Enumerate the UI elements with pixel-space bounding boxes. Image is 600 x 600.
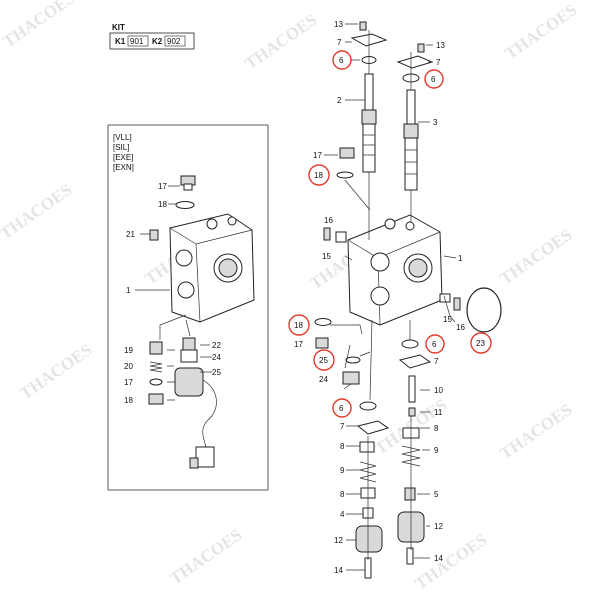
callout: 9: [340, 466, 345, 475]
callout: 6: [339, 404, 344, 413]
callout: 8: [340, 442, 345, 451]
callout: 24: [319, 375, 328, 384]
callout: 11: [434, 408, 443, 417]
variant-label: [EXE]: [113, 153, 133, 162]
variant-label: [SIL]: [113, 143, 129, 152]
watermark: THACOES: [496, 400, 575, 463]
highlight-ring: [308, 164, 330, 186]
highlight-ring: [424, 69, 444, 89]
inset-parts: [135, 175, 255, 469]
main-parts: [314, 21, 502, 579]
highlight-ring: [470, 332, 492, 354]
callout: 8: [340, 490, 345, 499]
callout: 18: [158, 200, 167, 209]
watermark: THACOES: [241, 10, 320, 73]
callout: 7: [436, 58, 441, 67]
kit-box: KIT K1 901 K2 902: [109, 23, 195, 50]
highlight-rings: [288, 50, 492, 418]
callout: 18: [294, 321, 303, 330]
callout: 12: [434, 522, 443, 531]
callout: 13: [334, 20, 343, 29]
callout: 18: [314, 171, 323, 180]
callout: 6: [432, 340, 437, 349]
callout: 15: [322, 252, 331, 261]
callout: 22: [212, 341, 221, 350]
kit-k1-value: 901: [130, 37, 144, 46]
watermark: THACOES: [0, 0, 78, 51]
kit-k1-key: K1: [115, 37, 126, 46]
callout: 7: [337, 38, 342, 47]
callout: 9: [434, 446, 439, 455]
callout: 14: [334, 566, 343, 575]
highlight-ring: [332, 398, 352, 418]
callout: 20: [124, 362, 133, 371]
callout: 4: [340, 510, 345, 519]
callout: 15: [443, 315, 452, 324]
callout: 7: [434, 357, 439, 366]
inset-callouts: 17 18 21 1 22 19 24 20 25 17 18: [124, 182, 221, 405]
callout: 25: [319, 356, 328, 365]
callout: 19: [124, 346, 133, 355]
callout: 5: [434, 490, 439, 499]
watermark: THACOES: [496, 225, 575, 288]
callout: 24: [212, 353, 221, 362]
callout: 10: [434, 386, 443, 395]
callout: 16: [456, 323, 465, 332]
highlight-ring: [332, 50, 352, 70]
callout: 21: [126, 230, 135, 239]
callout: 2: [337, 96, 342, 105]
callout: 8: [434, 424, 439, 433]
kit-title: KIT: [112, 23, 125, 32]
highlight-ring: [313, 349, 335, 371]
callout: 17: [313, 151, 322, 160]
callout: 17: [124, 378, 133, 387]
watermark: THACOES: [16, 340, 95, 403]
callout: 23: [476, 339, 485, 348]
callout: 13: [436, 41, 445, 50]
callout: 16: [324, 216, 333, 225]
main-callouts: 13 7 6 13 7 6 2 3 17 18 1 16 15 15 16 23…: [294, 20, 485, 575]
callout: 25: [212, 368, 221, 377]
callout: 17: [158, 182, 167, 191]
watermark: THACOES: [501, 0, 580, 63]
callout: 1: [126, 286, 131, 295]
variant-label: [VLL]: [113, 133, 132, 142]
callout: 7: [340, 422, 345, 431]
highlight-ring: [288, 314, 310, 336]
callout: 1: [458, 254, 463, 263]
callout: 6: [339, 56, 344, 65]
kit-k2-value: 902: [167, 37, 181, 46]
watermark: THACOES: [0, 180, 75, 243]
callout: 6: [431, 75, 436, 84]
highlight-ring: [425, 334, 445, 354]
inset-frame: [VLL] [SIL] [EXE] [EXN]: [107, 124, 269, 491]
callout: 3: [433, 118, 438, 127]
callout: 18: [124, 396, 133, 405]
variant-label: [EXN]: [113, 163, 134, 172]
watermark: THACOES: [166, 525, 245, 588]
callout: 14: [434, 554, 443, 563]
callout: 17: [294, 340, 303, 349]
callout: 12: [334, 536, 343, 545]
kit-k2-key: K2: [152, 37, 163, 46]
watermark-layer: THACOES THACOES THACOES THACOES THACOES …: [0, 0, 580, 593]
